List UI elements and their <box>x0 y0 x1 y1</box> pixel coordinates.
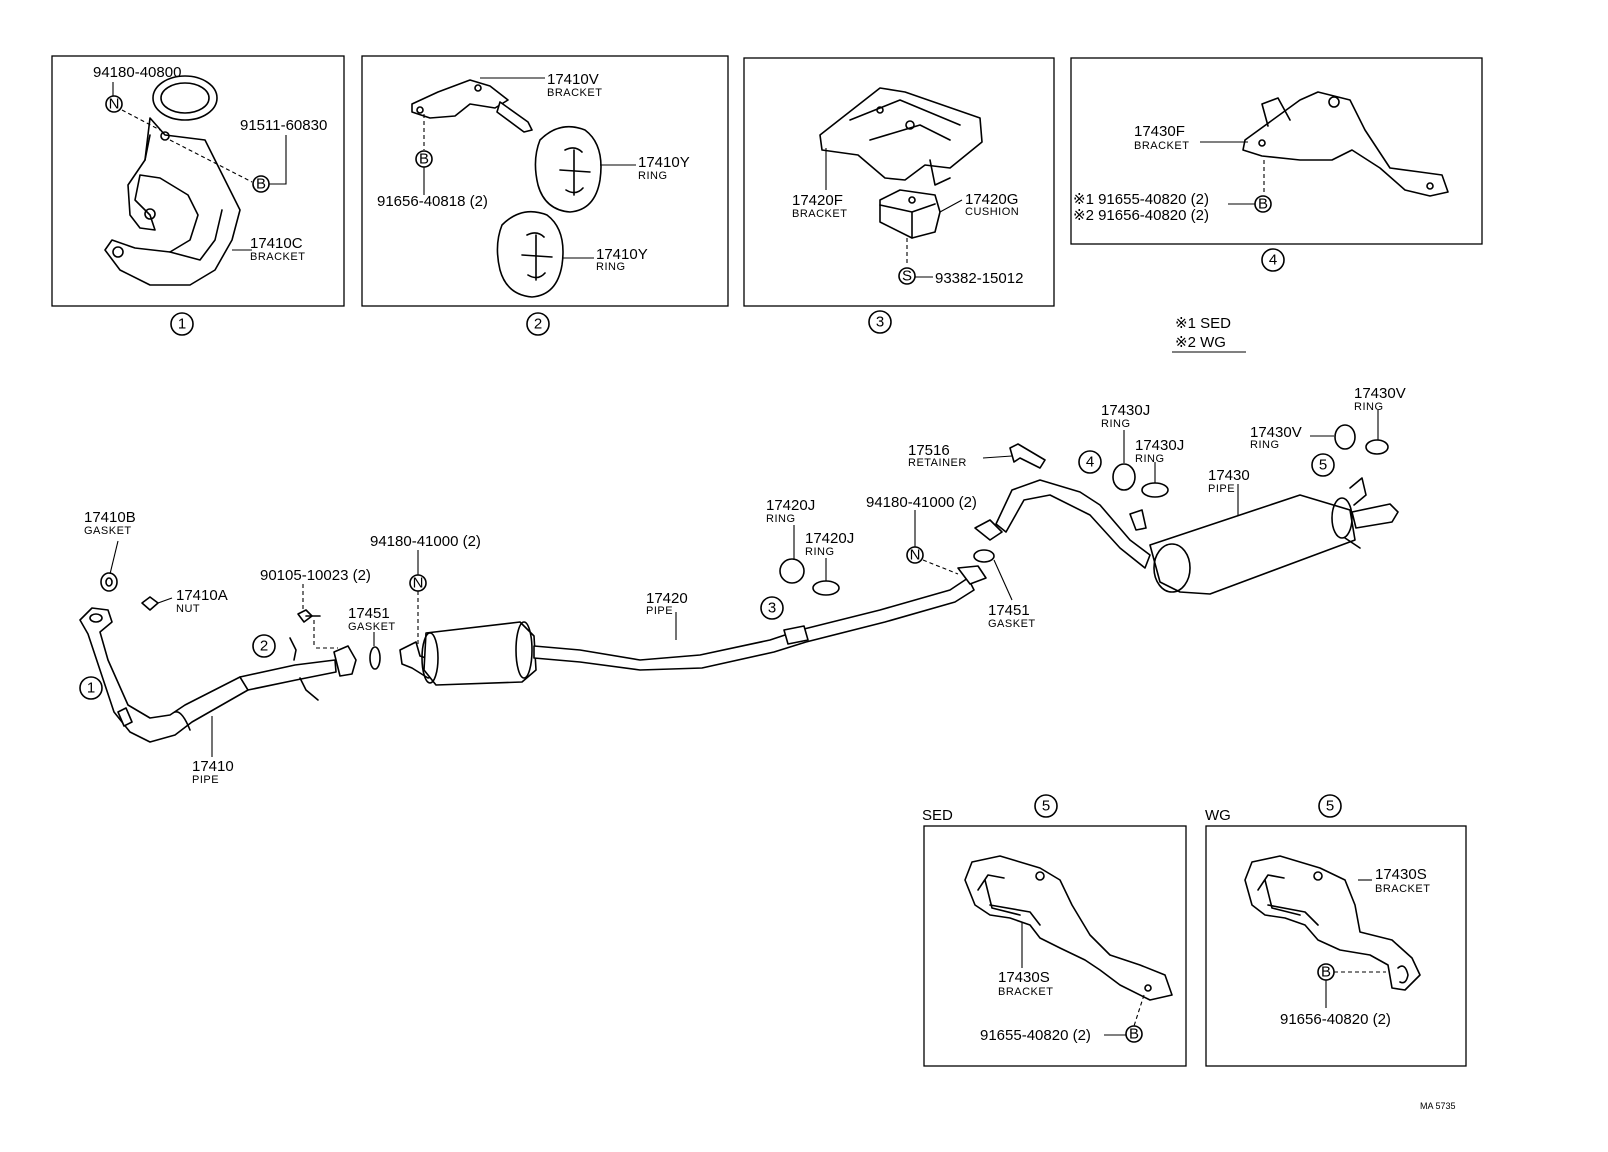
pipe-17410-name: PIPE <box>192 774 219 786</box>
gasket-17451-1-pn: 17451 <box>348 605 390 622</box>
legend-wg: ※2 WG <box>1175 334 1226 351</box>
p4-bracket-part-number: 17430F <box>1134 123 1185 140</box>
gasket-17451-1-name: GASKET <box>348 621 396 633</box>
p3-screw-part-number: 93382-15012 <box>935 270 1023 287</box>
p1-nut-part-number: 94180-40800 <box>93 64 181 81</box>
panel-2-index: 2 <box>534 316 542 333</box>
panel-4-index: 4 <box>1269 252 1277 269</box>
ring-17420j-2-name: RING <box>805 546 835 558</box>
p4-bolt-wg: ※2 91656-40820 (2) <box>1073 207 1209 224</box>
ring-17430v-1-pn: 17430V <box>1250 424 1302 441</box>
p4-bolt-sed: ※1 91655-40820 (2) <box>1073 191 1209 208</box>
p2-bolt-symbol: B <box>419 151 429 168</box>
ring-17430j-1-name: RING <box>1101 418 1131 430</box>
pipe-17410-pn: 17410 <box>192 758 234 775</box>
panel-1: N B 94180-40800 91511-60830 17410C BRACK… <box>51 55 345 336</box>
sed-bracket-name: BRACKET <box>998 986 1053 998</box>
main-callout-2: 2 <box>260 638 268 655</box>
retainer-17516-name: RETAINER <box>908 457 967 469</box>
main-assembly: N N 1 2 3 4 5 17410B GASKET 17410A NUT 9… <box>79 385 1406 786</box>
pipe-17420-pn: 17420 <box>646 590 688 607</box>
p2-ring1-name: RING <box>638 170 668 182</box>
nut-17410a-name: NUT <box>176 603 200 615</box>
nut-94180-2-pn: 94180-41000 (2) <box>866 494 977 511</box>
p2-ring2-part-number: 17410Y <box>596 246 648 263</box>
bolt-symbol: B <box>256 176 266 193</box>
p2-bracket-part-number: 17410V <box>547 71 599 88</box>
main-callout-4: 4 <box>1086 454 1094 471</box>
sed-index: 5 <box>1042 798 1050 815</box>
p3-screw-symbol: S <box>902 268 912 285</box>
ring-17430v-1-name: RING <box>1250 439 1280 451</box>
panel-3-index: 3 <box>876 314 884 331</box>
p2-bracket-name: BRACKET <box>547 87 602 99</box>
p3-bracket-name: BRACKET <box>792 208 847 220</box>
p2-bolt-part-number: 91656-40818 (2) <box>377 193 488 210</box>
pipe-17430-pn: 17430 <box>1208 467 1250 484</box>
bolt-90105-pn: 90105-10023 (2) <box>260 567 371 584</box>
main-n-symbol-2: N <box>910 547 921 564</box>
ring-17420j-2-pn: 17420J <box>805 530 854 547</box>
pipe-17430-name: PIPE <box>1208 483 1235 495</box>
sed-bolt-part-number: 91655-40820 (2) <box>980 1027 1091 1044</box>
ring-17430j-2-name: RING <box>1135 453 1165 465</box>
sed-bolt-symbol: B <box>1129 1026 1139 1043</box>
legend-sed: ※1 SED <box>1175 315 1231 332</box>
panel-sed: SED 5 B 17430S BRACKET 91655-40820 (2) <box>922 794 1187 1067</box>
gasket-17451-2-name: GASKET <box>988 618 1036 630</box>
panel-1-index: 1 <box>178 316 186 333</box>
p3-cushion-name: CUSHION <box>965 206 1019 218</box>
main-callout-5: 5 <box>1319 457 1327 474</box>
ring-17430v-2-pn: 17430V <box>1354 385 1406 402</box>
p2-ring2-name: RING <box>596 261 626 273</box>
p4-bolt-symbol: B <box>1258 196 1268 213</box>
wg-bolt-symbol: B <box>1321 964 1331 981</box>
nut-17410a-pn: 17410A <box>176 587 228 604</box>
gasket-17410b-pn: 17410B <box>84 509 136 526</box>
wg-bracket-part-number: 17430S <box>1375 866 1427 883</box>
p1-bracket-part-number: 17410C <box>250 235 303 252</box>
nut-94180-1-pn: 94180-41000 (2) <box>370 533 481 550</box>
p1-bracket-name: BRACKET <box>250 251 305 263</box>
pipe-17420-name: PIPE <box>646 605 673 617</box>
ring-17430j-1-pn: 17430J <box>1101 402 1150 419</box>
wg-title: WG <box>1205 807 1231 824</box>
main-n-symbol-1: N <box>413 575 424 592</box>
panel-wg: WG 5 B 17430S BRACKET 91656-40820 (2) <box>1205 794 1467 1067</box>
ring-17420j-1-name: RING <box>766 513 796 525</box>
sed-bracket-part-number: 17430S <box>998 969 1050 986</box>
wg-index: 5 <box>1326 798 1334 815</box>
wg-bracket-name: BRACKET <box>1375 883 1430 895</box>
panel-4: B 17430F BRACKET ※1 91655-40820 (2) ※2 9… <box>1070 57 1483 272</box>
ring-17430v-2-name: RING <box>1354 401 1384 413</box>
main-callout-3: 3 <box>768 600 776 617</box>
wg-bolt-part-number: 91656-40820 (2) <box>1280 1011 1391 1028</box>
panel-2: B 17410V BRACKET 91656-40818 (2) 17410Y … <box>361 55 729 336</box>
sed-title: SED <box>922 807 953 824</box>
variant-legend: ※1 SED ※2 WG <box>1172 315 1246 353</box>
gasket-17451-2-pn: 17451 <box>988 602 1030 619</box>
p3-cushion-part-number: 17420G <box>965 191 1018 208</box>
main-callout-1: 1 <box>87 680 95 697</box>
drawing-code: MA 5735 <box>1420 1101 1456 1111</box>
panel-3: S 17420F BRACKET 17420G CUSHION 93382-15… <box>743 57 1055 334</box>
p1-bolt-part-number: 91511-60830 <box>240 117 327 134</box>
ring-17430j-2-pn: 17430J <box>1135 437 1184 454</box>
ring-17420j-1-pn: 17420J <box>766 497 815 514</box>
gasket-17410b-name: GASKET <box>84 525 132 537</box>
p4-bracket-name: BRACKET <box>1134 140 1189 152</box>
p3-bracket-part-number: 17420F <box>792 192 843 209</box>
nut-symbol: N <box>109 96 120 113</box>
retainer-17516-pn: 17516 <box>908 442 950 459</box>
p2-ring1-part-number: 17410Y <box>638 154 690 171</box>
